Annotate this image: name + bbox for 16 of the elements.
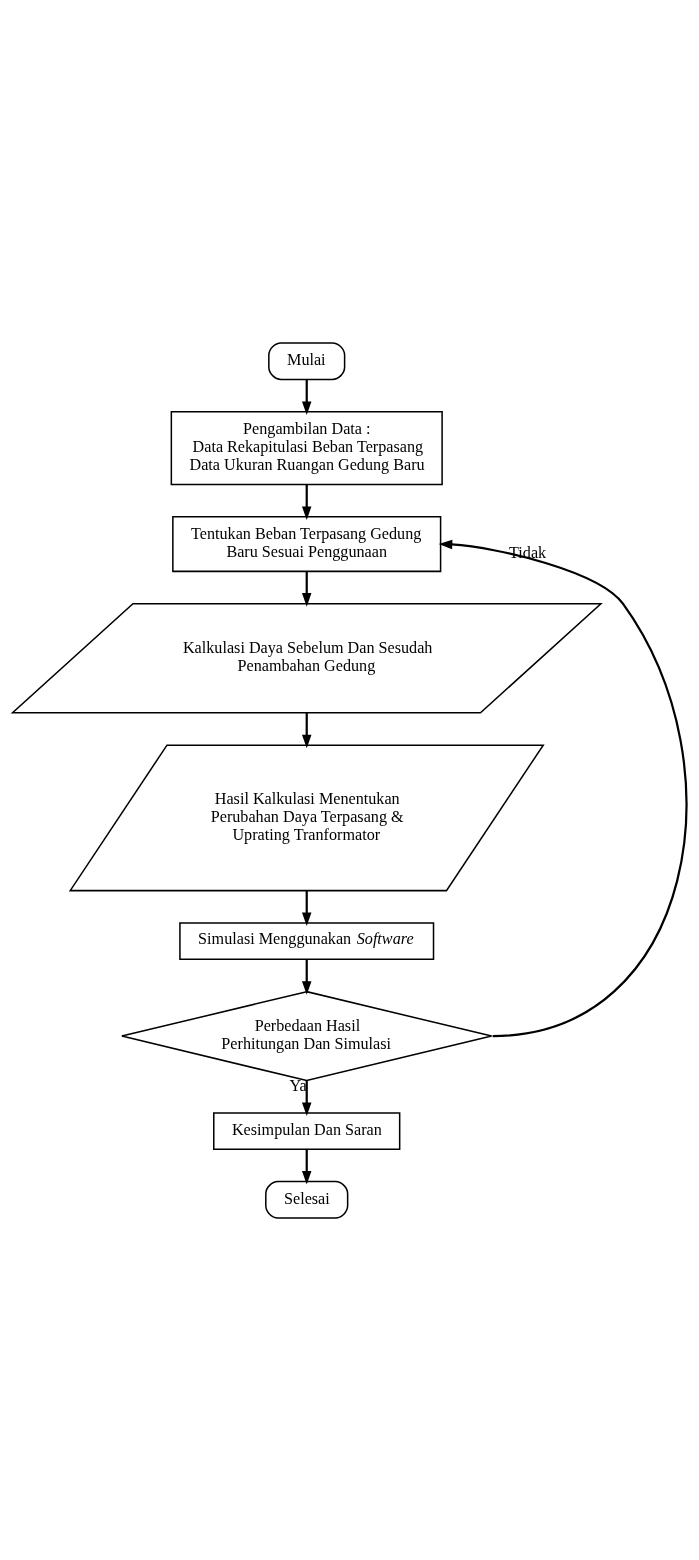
arrow [301, 570, 312, 607]
node-box: Mulai [268, 341, 346, 380]
node-box: Selesai [265, 1180, 349, 1219]
arrow [301, 1149, 312, 1184]
arrow [438, 539, 687, 1037]
node-box: Tentukan Beban Terpasang Gedung Baru Sesuai Penggunaan [172, 515, 442, 572]
arrow [301, 484, 312, 520]
arrow [301, 379, 312, 415]
arrow [301, 890, 312, 926]
arrow [301, 959, 312, 995]
arrow [301, 1080, 312, 1116]
node-box: Kesimpulan Dan Saran [213, 1111, 401, 1150]
arrow [301, 712, 312, 748]
node-box: Pengambilan Data : Data Rekapitulasi Beban Terpasang Data Ukuran Ruangan Gedung Baru [170, 410, 443, 485]
node-box: Simulasi Menggunakan Software [179, 921, 435, 960]
node-diamond: Perbedaan Hasil Perhitungan Dan Simulasi [121, 990, 493, 1081]
